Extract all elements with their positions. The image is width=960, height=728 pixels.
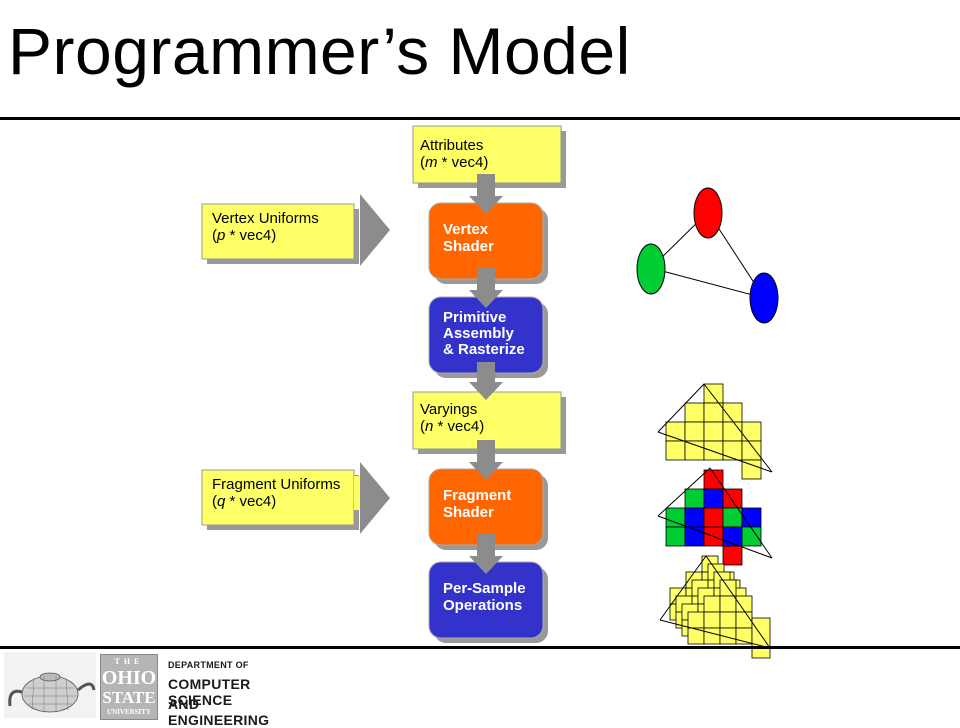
fragment-cell bbox=[665, 526, 686, 547]
slide-title: Programmer’s Model bbox=[8, 14, 631, 88]
varyings-label: Varyings bbox=[420, 401, 477, 418]
vertex-red-dot bbox=[693, 187, 723, 239]
fragment-cell bbox=[722, 440, 743, 461]
fragment-cell bbox=[735, 595, 753, 613]
fragment-cell bbox=[741, 440, 762, 461]
fragment-cell bbox=[684, 440, 705, 461]
fragment-cell bbox=[741, 507, 762, 528]
fragment-cell bbox=[684, 421, 705, 442]
fragment-cell bbox=[751, 617, 771, 659]
fragment-cell bbox=[703, 402, 724, 423]
triangle-edge bbox=[659, 619, 771, 649]
per-sample-box: Per-Sample Operations bbox=[428, 561, 548, 643]
fragment-shader-box: Fragment Shader bbox=[428, 468, 548, 550]
triangle-edge bbox=[659, 555, 707, 621]
fragment-uniforms-label: Fragment Uniforms bbox=[212, 476, 340, 493]
arrow-attributes-to-vertex bbox=[469, 174, 503, 214]
fragment-cell bbox=[703, 507, 724, 528]
fragment-cell bbox=[722, 545, 743, 566]
per-sample-label-2: Operations bbox=[443, 597, 522, 614]
osu-logo-line-3: STATE bbox=[102, 688, 156, 707]
attributes-label: Attributes bbox=[420, 137, 483, 154]
fragment-cell bbox=[684, 507, 705, 528]
fragment-uniforms-box: Fragment Uniforms (q * vec4) bbox=[201, 462, 390, 534]
primitive-assembly-label-2: Assembly bbox=[443, 325, 515, 342]
flow-arrows bbox=[469, 174, 503, 574]
department-logo: DEPARTMENT OF COMPUTER SCIENCE AND ENGIN… bbox=[160, 654, 300, 728]
arrow-varyings-to-fragment bbox=[469, 440, 503, 480]
vertex-uniforms-box: Vertex Uniforms (p * vec4) bbox=[201, 194, 390, 266]
arrow-primitive-to-varyings bbox=[469, 362, 503, 400]
dept-line-3: AND ENGINEERING bbox=[168, 696, 270, 728]
triangle-edge bbox=[703, 383, 773, 473]
triangle-edge bbox=[705, 555, 771, 649]
fragment-cell bbox=[665, 507, 686, 528]
fragment-cell bbox=[703, 627, 721, 645]
teapot-logo bbox=[4, 652, 96, 718]
fragment-cell bbox=[722, 421, 743, 442]
fragment-cell bbox=[719, 611, 737, 629]
fragment-uniforms-clip bbox=[354, 476, 360, 510]
fragment-cell bbox=[684, 488, 705, 509]
fragment-cell bbox=[719, 595, 737, 613]
dept-line-1: DEPARTMENT OF bbox=[168, 660, 249, 670]
vertex-uniforms-label: Vertex Uniforms bbox=[212, 210, 319, 227]
rasterized-fragments bbox=[657, 383, 773, 659]
footer-rule bbox=[0, 646, 960, 649]
vertex-green-dot bbox=[636, 243, 666, 295]
varyings-box: Varyings (n * vec4) bbox=[412, 391, 566, 454]
fragment-cell bbox=[741, 459, 762, 480]
vertex-shader-label-2: Shader bbox=[443, 238, 494, 255]
fragment-cell bbox=[703, 595, 721, 613]
fragment-cell bbox=[703, 611, 721, 629]
vertex-shader-box: Vertex Shader bbox=[428, 202, 548, 284]
attributes-size: (m * vec4) bbox=[420, 154, 488, 171]
arrow-fragment-to-persample bbox=[469, 534, 503, 574]
triangle-edge bbox=[657, 431, 773, 473]
triangle-edge bbox=[657, 515, 773, 559]
arrow-vertex-to-primitive bbox=[469, 268, 503, 308]
triangle-edge bbox=[709, 467, 773, 559]
fragment-cell bbox=[735, 611, 753, 629]
dept-line-2: COMPUTER SCIENCE bbox=[168, 676, 251, 708]
fragment-cell bbox=[703, 440, 724, 461]
primitive-assembly-box: Primitive Assembly & Rasterize bbox=[428, 296, 548, 378]
fragment-cell bbox=[703, 383, 724, 404]
title-rule bbox=[0, 117, 960, 120]
fragment-cell bbox=[687, 611, 705, 629]
osu-logo-line-4: UNIVERSITY bbox=[107, 708, 151, 716]
fragment-cell bbox=[741, 421, 762, 442]
fragment-cell bbox=[741, 526, 762, 547]
osu-logo-line-2: OHIO bbox=[101, 667, 157, 689]
fragment-shader-label-1: Fragment bbox=[443, 487, 511, 504]
fragment-cell bbox=[703, 488, 724, 509]
primitive-assembly-label-3: & Rasterize bbox=[443, 341, 525, 358]
vertex-shader-label-1: Vertex bbox=[443, 221, 489, 238]
triangle-edge bbox=[657, 383, 705, 433]
vertex-blue-dot bbox=[749, 272, 779, 324]
varyings-size: (n * vec4) bbox=[420, 418, 484, 435]
per-sample-label-1: Per-Sample bbox=[443, 580, 526, 597]
fragment-cell bbox=[665, 440, 686, 461]
osu-logo-line-1: THE bbox=[114, 657, 144, 666]
vertex-uniforms-size: (p * vec4) bbox=[212, 227, 276, 244]
primitive-assembly-label-1: Primitive bbox=[443, 309, 506, 326]
triangle-vertices bbox=[636, 187, 779, 324]
fragment-shader-label-2: Shader bbox=[443, 504, 494, 521]
fragment-cell bbox=[684, 402, 705, 423]
fragment-uniforms-size: (q * vec4) bbox=[212, 493, 276, 510]
osu-logo: THE OHIO STATE UNIVERSITY bbox=[100, 654, 158, 720]
fragment-cell bbox=[703, 421, 724, 442]
triangle-edge bbox=[657, 467, 711, 517]
